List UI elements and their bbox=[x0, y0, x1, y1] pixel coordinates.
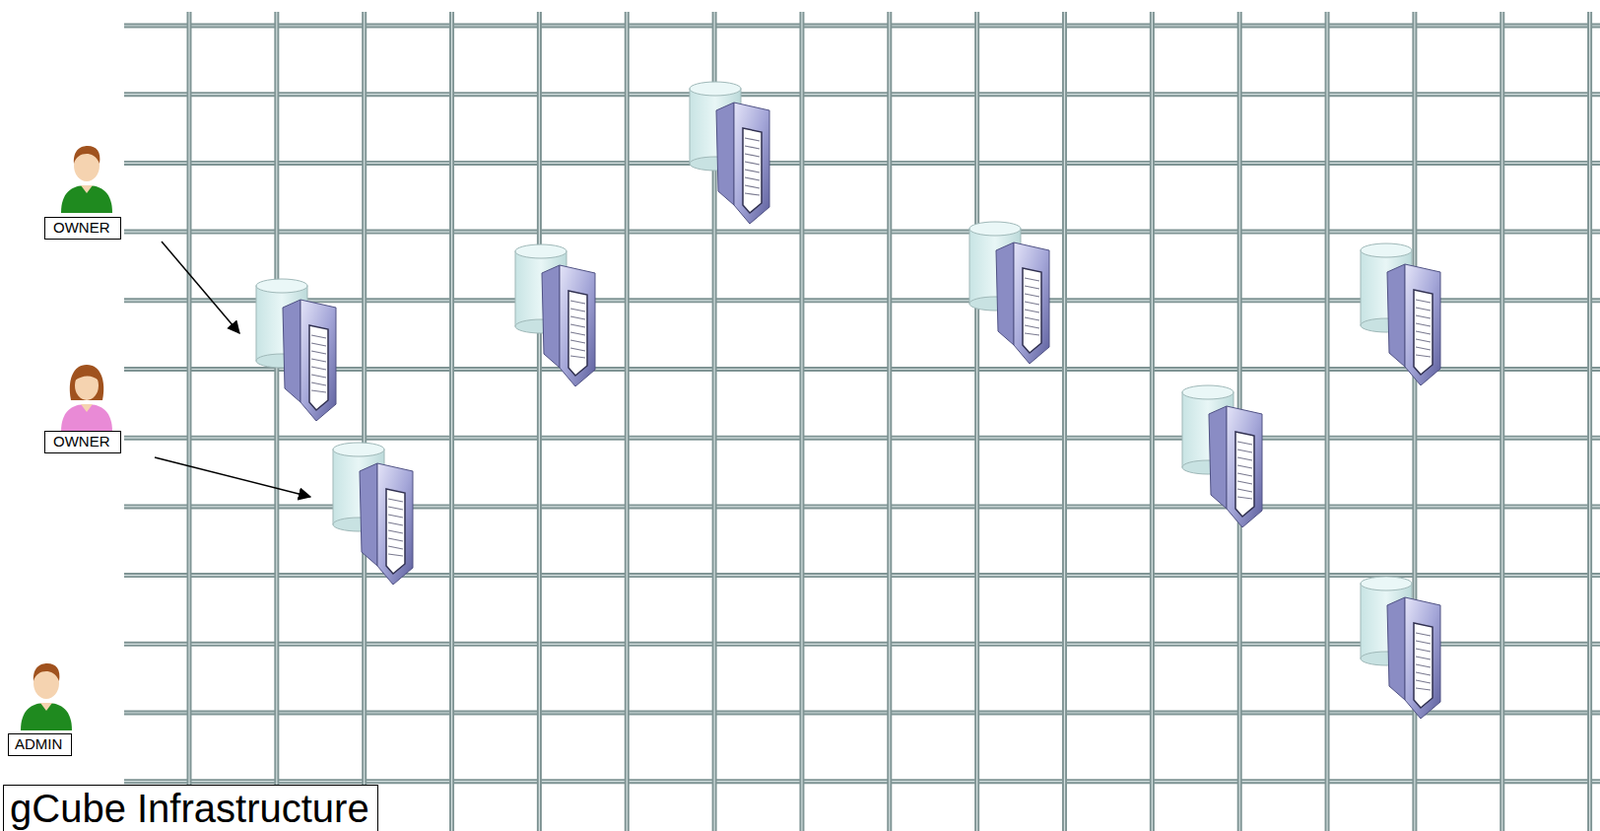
grid-line bbox=[1587, 11, 1593, 831]
grid-line bbox=[124, 91, 1600, 97]
grid-line bbox=[124, 711, 1600, 713]
grid-line bbox=[886, 11, 892, 831]
grid-line bbox=[124, 229, 1600, 235]
grid-line bbox=[1589, 11, 1591, 831]
grid-line bbox=[124, 24, 1600, 26]
label-text: OWNER bbox=[53, 219, 113, 237]
grid-line bbox=[799, 11, 804, 831]
role-label: OWNER bbox=[44, 430, 122, 454]
grid-line bbox=[974, 11, 980, 831]
grid-line bbox=[538, 11, 540, 831]
grid-line bbox=[1062, 11, 1067, 831]
grid-line bbox=[536, 11, 542, 831]
grid-line bbox=[451, 11, 453, 831]
grid-line bbox=[626, 11, 628, 831]
grid-line bbox=[124, 160, 1600, 166]
grid-line bbox=[1149, 11, 1155, 831]
grid-line bbox=[124, 574, 1600, 576]
grid-line bbox=[1151, 11, 1153, 831]
grid-line bbox=[449, 11, 455, 831]
grid-line bbox=[1064, 11, 1066, 831]
label-text: gCube Infrastructure bbox=[9, 786, 372, 830]
grid-line bbox=[187, 11, 193, 831]
grid-line bbox=[1499, 11, 1505, 831]
role-label: OWNER bbox=[44, 216, 122, 240]
grid-line bbox=[888, 11, 890, 831]
grid-line bbox=[624, 11, 630, 831]
label-text: ADMIN bbox=[14, 735, 66, 753]
grid-line bbox=[124, 778, 1600, 784]
grid-line bbox=[1501, 11, 1503, 831]
infrastructure-label: gCube Infrastructure bbox=[2, 784, 379, 831]
grid-line bbox=[124, 366, 1600, 372]
grid-line bbox=[124, 231, 1600, 233]
grid-line bbox=[124, 93, 1600, 95]
grid-line bbox=[124, 437, 1600, 439]
grid-line bbox=[124, 368, 1600, 370]
grid-line bbox=[800, 11, 802, 831]
grid-line bbox=[1326, 11, 1328, 831]
label-text: OWNER bbox=[53, 433, 113, 451]
grid-line bbox=[976, 11, 978, 831]
grid-line bbox=[124, 780, 1600, 782]
grid-line bbox=[273, 11, 279, 831]
grid-line bbox=[275, 11, 277, 831]
grid-line bbox=[363, 11, 365, 831]
grid-line bbox=[1325, 11, 1331, 831]
grid-line bbox=[124, 710, 1600, 716]
grid-line bbox=[124, 23, 1600, 29]
grid-line bbox=[124, 162, 1600, 164]
grid-line bbox=[124, 435, 1600, 441]
grid-line bbox=[361, 11, 367, 831]
role-label: ADMIN bbox=[7, 733, 72, 756]
grid-line bbox=[188, 11, 190, 831]
